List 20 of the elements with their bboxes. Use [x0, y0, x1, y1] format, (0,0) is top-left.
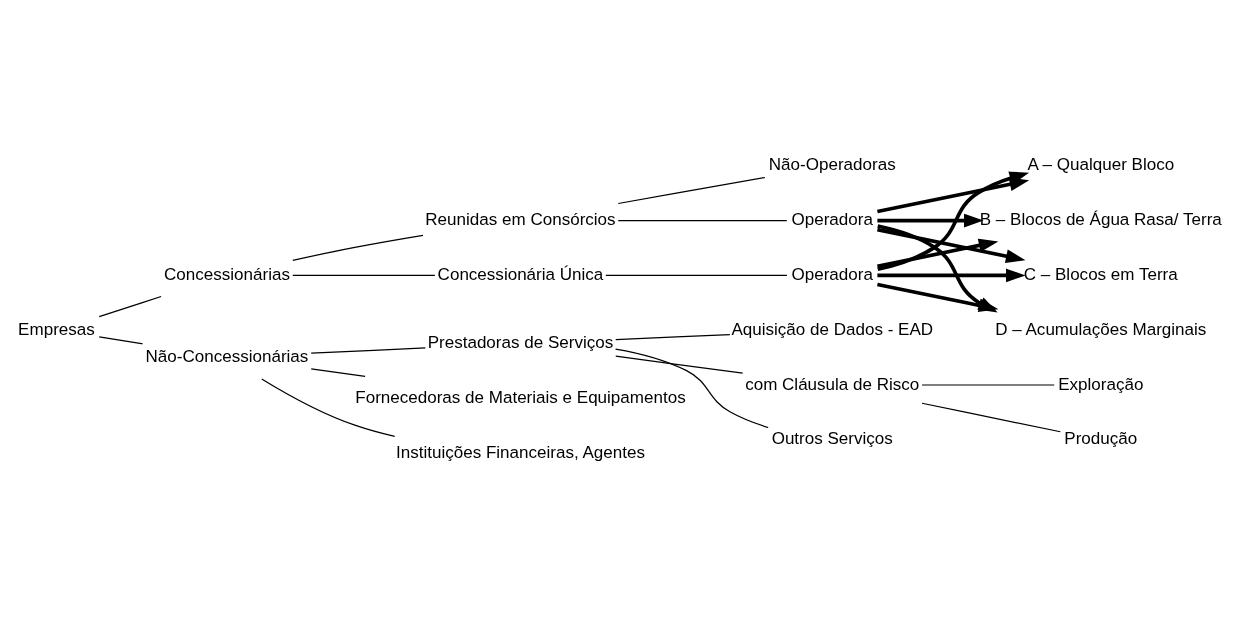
node-text: com Cláusula de Risco [745, 374, 920, 394]
node-text: Fornecedoras de Materiais e Equipamentos [355, 387, 686, 407]
node-text: Concessionária Única [437, 264, 604, 284]
node-text: Aquisição de Dados - EAD [731, 319, 934, 339]
node-text: D – Acumulações Marginais [995, 319, 1207, 339]
node-text: Empresas [18, 319, 95, 339]
node-text: Operadora [791, 210, 873, 230]
node-text: Reunidas em Consórcios [425, 210, 616, 230]
node-text: Concessionárias [164, 264, 290, 284]
node-text: Exploração [1058, 374, 1144, 394]
node-text: A – Qualquer Bloco [1027, 155, 1175, 175]
node-text: Outros Serviços [771, 429, 893, 449]
node-text: Instituições Financeiras, Agentes [395, 442, 645, 462]
node-text: Produção [1064, 429, 1138, 449]
node-text: C – Blocos em Terra [1023, 264, 1178, 284]
node-text: Operadora [791, 264, 873, 284]
node-text: Não-Concessionárias [145, 346, 309, 366]
node-text: Não-Operadoras [768, 155, 896, 175]
node-text: Prestadoras de Serviços [427, 333, 614, 353]
node-text: B – Blocos de Água Rasa/ Terra [979, 210, 1222, 230]
